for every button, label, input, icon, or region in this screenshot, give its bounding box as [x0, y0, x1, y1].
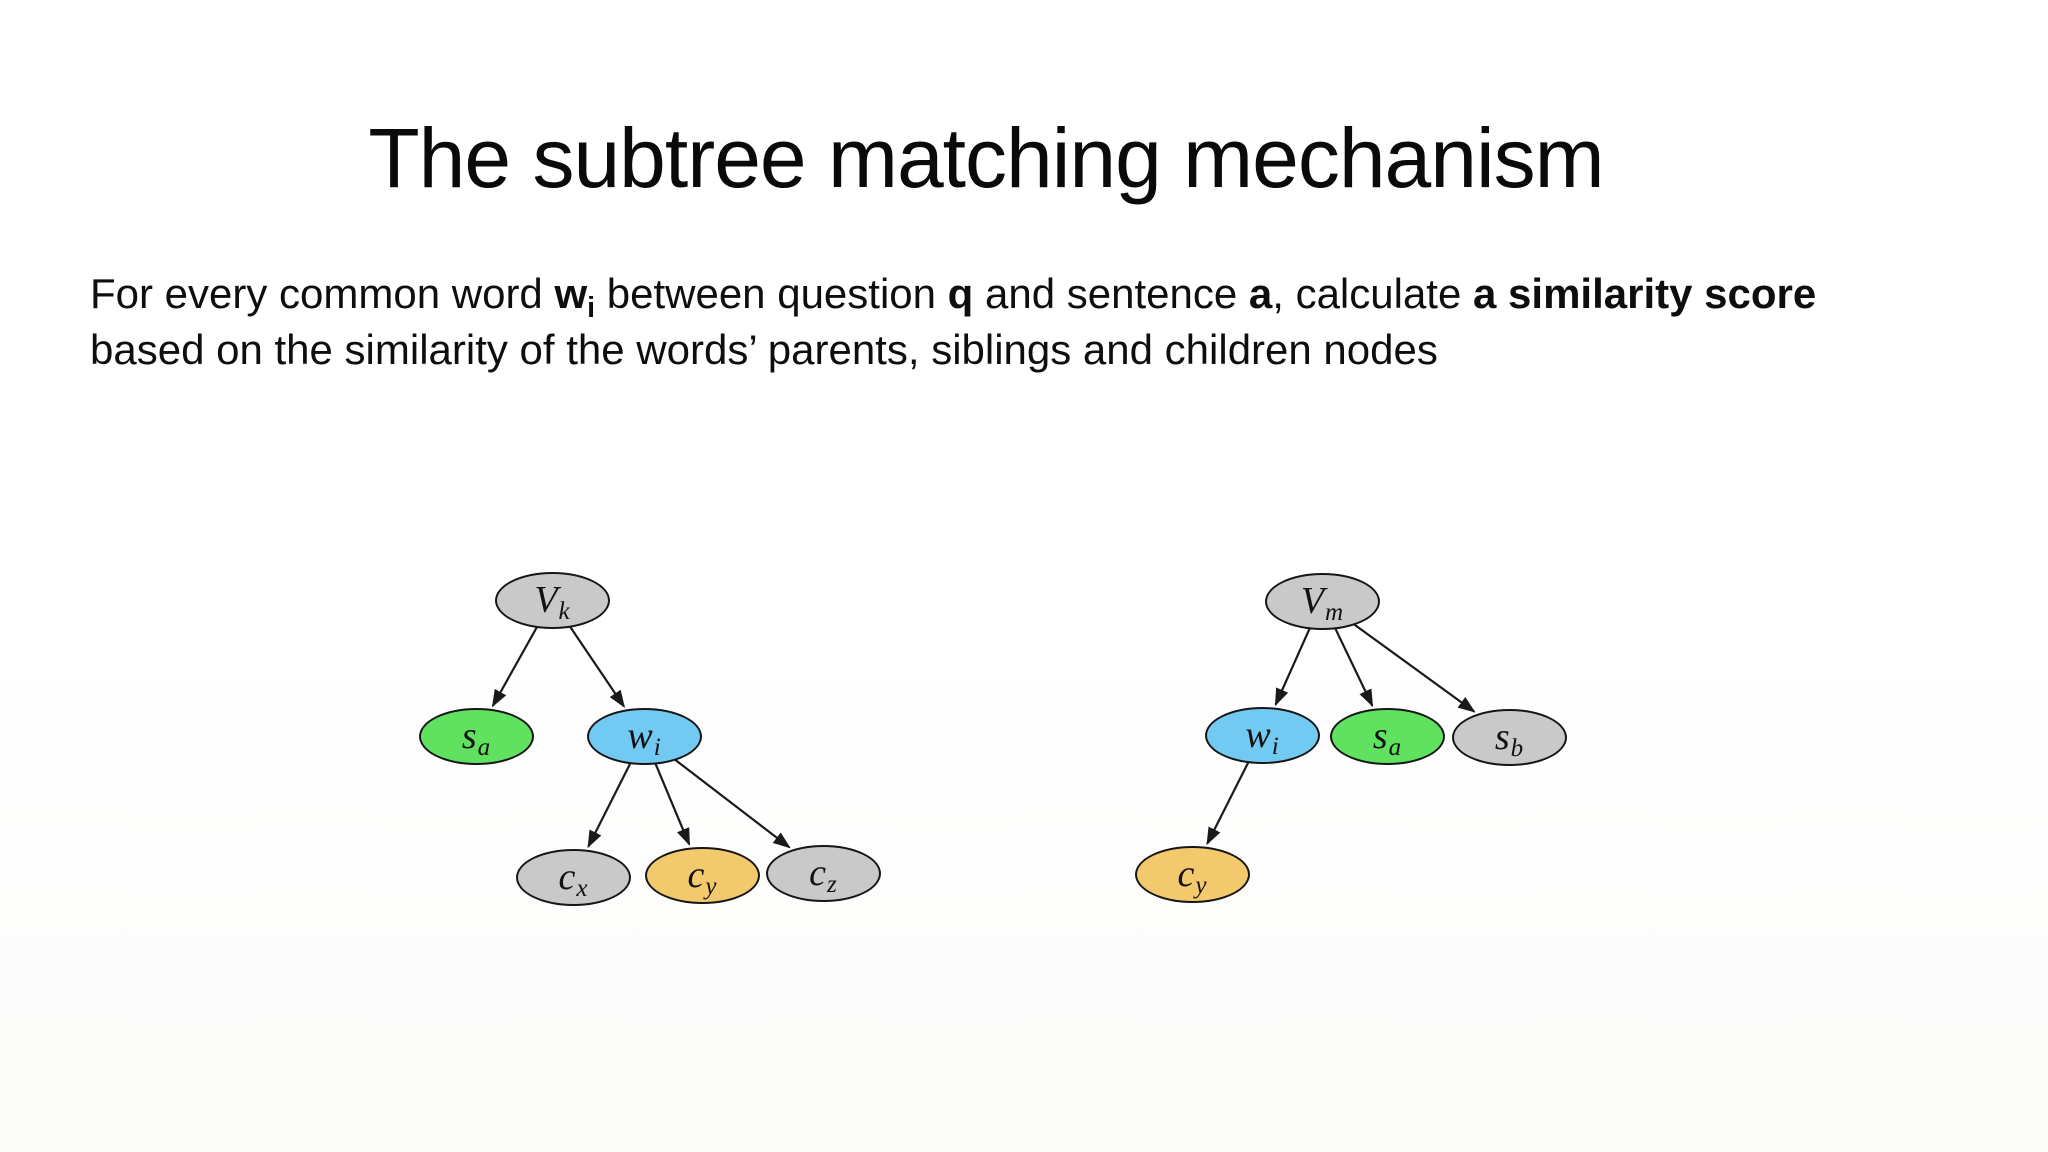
intro-word-q: q [947, 270, 974, 317]
intro-word-w-base: w [554, 270, 588, 317]
node-label-base: s [461, 715, 477, 757]
node-label-base: c [687, 854, 705, 896]
intro-seg-4: , calculate [1272, 270, 1474, 317]
node-label-subscript: a [1388, 734, 1402, 762]
edge-left-vk-sa [491, 626, 538, 708]
slide-title: The subtree matching mechanism [368, 111, 1604, 205]
right-tree-node-wi-label: wi [1245, 714, 1278, 759]
right-tree-node-cy-label: cy [1177, 853, 1206, 898]
left-tree-node-cx: cx [515, 848, 631, 906]
node-label-subscript: m [1325, 599, 1344, 627]
node-label-base: s [1372, 715, 1388, 757]
left-tree-node-wi-label: wi [627, 715, 660, 760]
intro-seg-3: and sentence [973, 270, 1249, 317]
node-label-base: s [1494, 716, 1510, 758]
left-tree-node-cy: cy [644, 846, 760, 904]
node-label-base: c [809, 852, 827, 894]
left-tree-node-vk-label: Vk [534, 579, 569, 624]
edge-left-wi-cz [674, 759, 791, 849]
node-label-base: V [534, 579, 558, 621]
left-tree-node-cz-label: cz [809, 852, 837, 897]
left-tree-node-sa-label: sa [461, 715, 490, 760]
left-tree-node-cx-label: cx [558, 856, 587, 901]
node-label-base: w [1245, 714, 1271, 756]
node-label-subscript: i [653, 734, 661, 762]
node-label-subscript: k [558, 598, 570, 626]
right-tree-node-cy: cy [1134, 845, 1250, 903]
edge-right-wi-cy [1206, 762, 1250, 846]
node-label-subscript: z [827, 871, 837, 899]
node-label-subscript: y [705, 873, 717, 901]
node-label-subscript: a [477, 734, 491, 762]
edge-left-vk-wi [569, 626, 625, 708]
intro-paragraph: For every common word wi between questio… [90, 266, 2000, 378]
intro-word-w-subscript: i [587, 292, 596, 325]
intro-seg-2: between question [595, 270, 948, 317]
edge-right-vm-sa [1334, 628, 1374, 708]
intro-emphasis: a similarity score [1473, 270, 1817, 317]
node-label-base: V [1300, 580, 1325, 622]
edge-right-vm-sb [1353, 623, 1476, 713]
left-tree-node-vk: Vk [494, 571, 610, 629]
intro-word-w: wi [554, 270, 595, 322]
intro-word-a: a [1248, 270, 1273, 317]
left-tree-node-cz: cz [765, 844, 881, 902]
node-label-subscript: x [576, 875, 588, 903]
node-label-subscript: i [1271, 733, 1279, 761]
right-tree-node-sa-label: sa [1372, 715, 1401, 760]
edge-left-wi-cx [587, 763, 632, 849]
left-tree-node-wi: wi [586, 707, 702, 765]
node-label-subscript: y [1195, 872, 1207, 900]
edge-left-wi-cy [654, 763, 691, 846]
right-tree-node-vm: Vm [1264, 572, 1380, 630]
right-tree-node-sa: sa [1329, 707, 1445, 765]
right-tree-node-sb-label: sb [1494, 716, 1523, 761]
node-label-subscript: b [1510, 735, 1524, 763]
intro-seg-5: based on the similarity of the words’ pa… [90, 326, 1438, 373]
left-tree-node-cy-label: cy [687, 854, 716, 899]
node-label-base: c [1177, 853, 1195, 895]
right-tree-node-vm-label: Vm [1300, 580, 1343, 625]
node-label-base: c [558, 856, 576, 898]
right-tree-node-wi: wi [1204, 706, 1320, 764]
intro-seg-1: For every common word [90, 270, 555, 317]
left-tree-node-sa: sa [418, 707, 534, 765]
edge-right-vm-wi [1274, 628, 1311, 707]
right-tree-node-sb: sb [1451, 708, 1567, 766]
node-label-base: w [627, 715, 653, 757]
